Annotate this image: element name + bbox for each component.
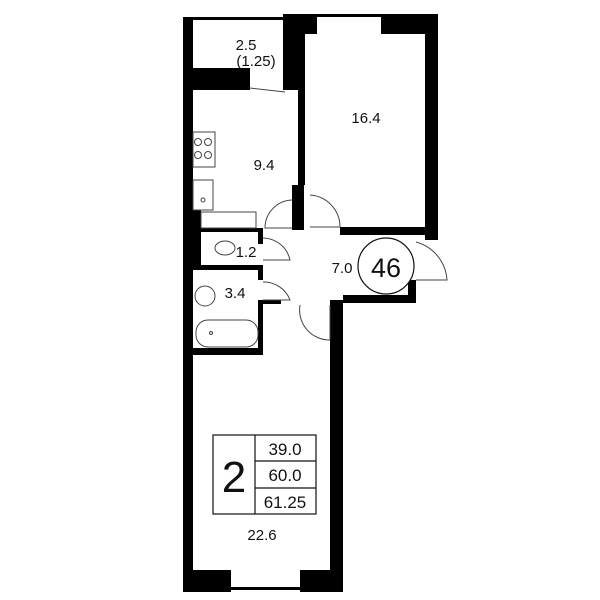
bathtub-icon [195,319,259,348]
total-with-balcony-value: 61.25 [264,493,307,512]
balcony-area-label: 2.5 [236,37,257,54]
apartment-number: 46 [371,253,401,283]
hall-area-label: 7.0 [332,260,353,277]
living-area-value: 39.0 [268,440,301,459]
washbasin-icon [194,285,216,307]
living-room-area-label: 22.6 [247,527,276,544]
walls [183,14,438,592]
balcony-reduced-area-label: (1.25) [236,53,275,70]
stove-icon [192,131,216,168]
bathroom-area-label: 3.4 [225,285,246,302]
total-area-value: 60.0 [268,466,301,485]
room-count: 2 [222,453,246,502]
kitchen-area-label: 9.4 [254,157,275,174]
summary-box [212,434,317,515]
kitchen-counter [200,211,257,229]
apartment-number-circle [357,237,415,295]
toilet-icon [214,240,236,256]
sink-icon [192,179,214,211]
toilet-area-label: 1.2 [236,244,257,261]
bedroom-area-label: 16.4 [351,110,380,127]
fixtures [192,87,448,348]
